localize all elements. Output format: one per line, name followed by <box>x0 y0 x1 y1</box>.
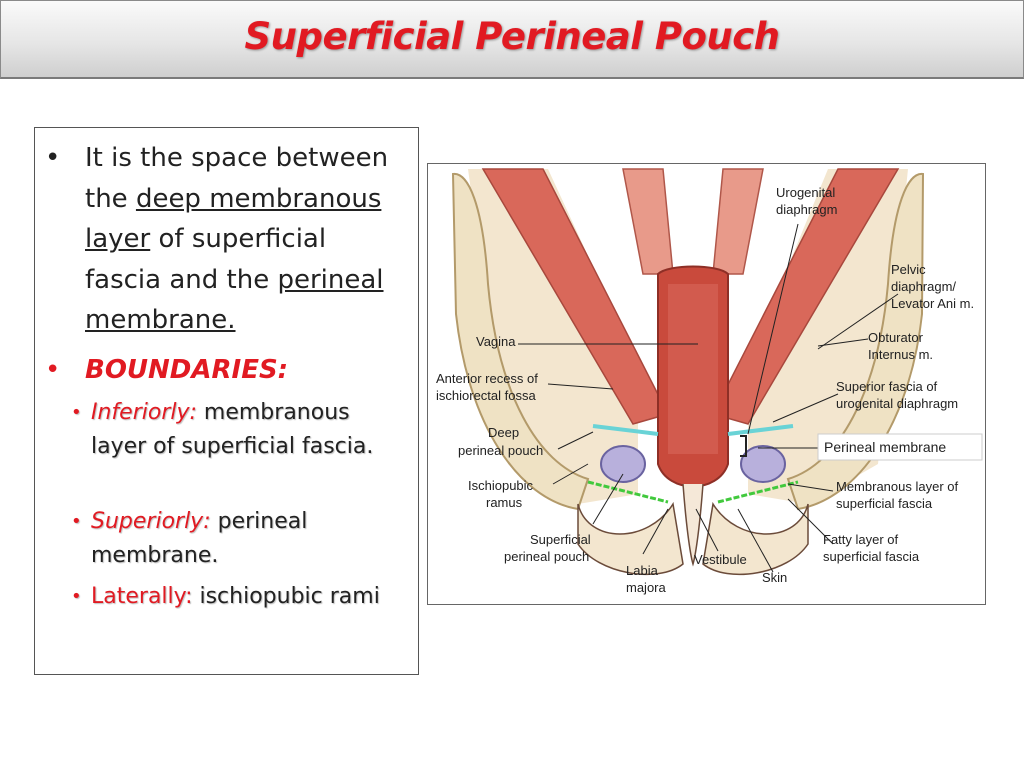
slide-title: Superficial Perineal Pouch <box>244 15 780 58</box>
perineal-membrane-term: perineal membrane. <box>85 264 384 336</box>
vagina-lumen <box>668 284 718 454</box>
intro-seg1: It is the space between the <box>85 143 389 214</box>
right-membranous-layer <box>717 480 799 504</box>
label-ischio-2: ramus <box>486 495 523 510</box>
bullet-dot: • <box>71 586 82 607</box>
left-labium <box>577 501 684 576</box>
boundary-inferiorly: • Inferiorly: membranous layer of superf… <box>71 396 411 463</box>
label-membranous-2: superficial fascia <box>836 496 933 511</box>
left-superior-fascia <box>592 424 659 436</box>
intro-text: It is the space between the deep membran… <box>85 138 407 341</box>
right-superior-fascia <box>727 424 794 436</box>
title-bar: Superficial Perineal Pouch <box>0 0 1024 79</box>
label-membranous-1: Membranous layer of <box>836 479 958 494</box>
bullet-dot: • <box>71 511 82 532</box>
label-vestibule: Vestibule <box>694 552 747 567</box>
label-superficial-2: perineal pouch <box>504 549 589 564</box>
label-fatty-2: superficial fascia <box>823 549 920 564</box>
boundary-text: membranous layer of superficial fascia. <box>91 400 374 459</box>
label-ischio-1: Ischiopubic <box>468 478 534 493</box>
label-superior-fascia-1: Superior fascia of <box>836 379 938 394</box>
bullet-dot: • <box>45 355 61 385</box>
label-labia-2: majora <box>626 580 667 595</box>
label-deep-1: Deep <box>488 425 519 440</box>
bracket-marker <box>740 435 747 457</box>
right-pouch-structure <box>740 445 786 483</box>
left-membranous-layer <box>587 480 669 504</box>
left-upper-wall <box>622 168 674 275</box>
intro-seg2: of superficial fascia and the <box>85 224 327 295</box>
boundary-text: perineal membrane. <box>91 509 308 568</box>
boundary-text: ischiopubic rami <box>192 584 380 609</box>
label-anterior-2: ischiorectal fossa <box>436 388 536 403</box>
boundaries-bullet: • BOUNDARIES: <box>45 350 289 390</box>
label-fatty-1: Fatty layer of <box>823 532 899 547</box>
label-urogenital-1: Urogenital <box>776 185 835 200</box>
label-pelvic-2: diaphragm/ <box>891 279 956 294</box>
label-superior-fascia-2: urogenital diaphragm <box>836 396 958 411</box>
label-anterior-1: Anterior recess of <box>436 371 538 386</box>
bullet-dot: • <box>45 143 61 173</box>
text-box: • It is the space between the deep membr… <box>34 127 419 675</box>
left-pouch-structure <box>600 445 646 483</box>
label-pelvic-1: Pelvic <box>891 262 926 277</box>
label-vagina: Vagina <box>476 334 516 349</box>
anatomy-diagram: Urogenital diaphragm Pelvic diaphragm/ L… <box>436 168 983 595</box>
intro-bullet: • It is the space between the deep membr… <box>45 138 407 341</box>
deep-membranous-layer-term: deep membranous layer <box>85 183 382 255</box>
right-labium <box>702 501 809 576</box>
boundary-label: Inferiorly: <box>91 400 197 425</box>
perineal-membrane-box <box>817 433 983 461</box>
label-superficial-1: Superficial <box>530 532 591 547</box>
label-perineal-membrane: Perineal membrane <box>824 439 946 455</box>
label-obturator-1: Obturator <box>868 330 924 345</box>
left-pelvic-bone <box>451 172 590 511</box>
label-labia-1: Labia <box>626 563 659 578</box>
label-obturator-2: Internus m. <box>868 347 933 362</box>
label-urogenital-2: diaphragm <box>776 202 837 217</box>
boundary-label: Laterally: <box>91 584 193 609</box>
right-upper-wall <box>712 168 764 275</box>
label-pelvic-3: Levator Ani m. <box>891 296 974 311</box>
boundary-superiorly: • Superiorly: perineal membrane. <box>71 505 411 572</box>
leader-lines <box>518 223 899 573</box>
boundary-label: Superiorly: <box>91 509 211 534</box>
label-skin: Skin <box>762 570 787 585</box>
bullet-dot: • <box>71 402 82 423</box>
label-deep-2: perineal pouch <box>458 443 543 458</box>
boundary-laterally: • Laterally: ischiopubic rami <box>71 580 411 614</box>
boundaries-heading: BOUNDARIES: <box>85 355 289 385</box>
anatomy-figure: Urogenital diaphragm Pelvic diaphragm/ L… <box>427 163 986 605</box>
